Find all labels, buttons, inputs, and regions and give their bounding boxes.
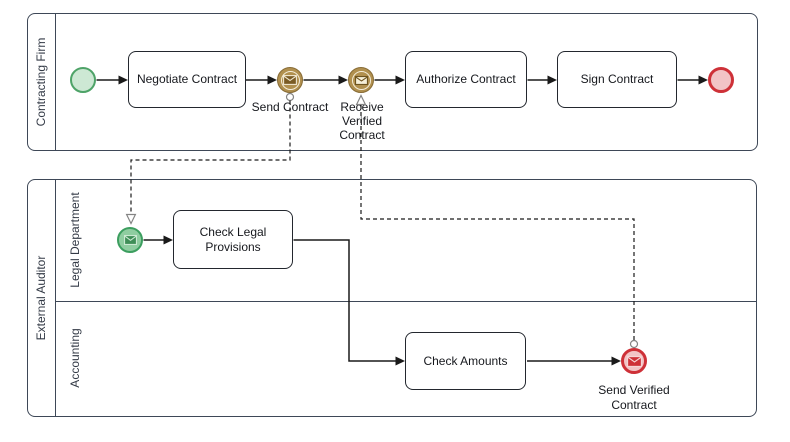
label-receive-verified-contract: Receive Verified Contract	[339, 100, 385, 142]
task-label: Authorize Contract	[416, 72, 516, 86]
sequence-flow-start-to-negotiate[interactable]	[96, 75, 129, 85]
pool-contracting-firm-band	[28, 14, 56, 150]
message-icon	[123, 235, 137, 245]
start-event[interactable]	[70, 67, 96, 93]
sequence-flow-receive-to-authorize[interactable]	[374, 75, 406, 85]
open-arrowhead-up	[355, 94, 367, 106]
task-negotiate-contract[interactable]: Negotiate Contract	[128, 51, 246, 108]
end-event[interactable]	[708, 67, 734, 93]
pool-external-auditor-band	[28, 180, 56, 416]
pool-external-auditor[interactable]	[27, 179, 757, 417]
sequence-flow-sign-to-end[interactable]	[677, 75, 709, 85]
pool-contracting-firm[interactable]	[27, 13, 758, 151]
legal-department-message-start-event[interactable]	[117, 227, 143, 253]
sequence-flow-authorize-to-sign[interactable]	[527, 75, 558, 85]
task-sign-contract[interactable]: Sign Contract	[557, 51, 677, 108]
sequence-flow-check-amounts-to-send-verified[interactable]	[527, 356, 621, 366]
message-flow-start-marker	[285, 92, 295, 102]
message-flow-send-contract-to-legal-start[interactable]	[125, 92, 295, 225]
task-label: Negotiate Contract	[136, 72, 238, 86]
label-send-verified-contract: Send Verified Contract	[598, 383, 670, 412]
message-flow-start-marker	[629, 339, 639, 349]
send-contract-message-throw-event[interactable]	[277, 67, 303, 93]
task-authorize-contract[interactable]: Authorize Contract	[405, 51, 527, 108]
send-verified-contract-message-end-event[interactable]	[621, 348, 647, 374]
sequence-flow-negotiate-to-send-contract[interactable]	[246, 75, 277, 85]
message-flow-send-verified-to-receive-verified[interactable]	[355, 94, 639, 349]
message-icon	[626, 355, 642, 367]
receive-verified-contract-message-catch-event[interactable]	[348, 67, 374, 93]
sequence-flow-msgstart-to-check-legal[interactable]	[143, 235, 174, 245]
task-label: Check Amounts	[423, 353, 508, 368]
open-arrowhead-down	[125, 213, 137, 225]
sequence-flow-check-legal-to-check-amounts[interactable]	[293, 239, 406, 366]
lane-divider	[56, 301, 756, 302]
message-icon	[283, 75, 297, 85]
sequence-flow-send-to-receive[interactable]	[303, 75, 349, 85]
task-check-legal-provisions[interactable]: Check Legal Provisions	[173, 210, 293, 269]
message-icon	[354, 75, 368, 85]
task-check-amounts[interactable]: Check Amounts	[405, 332, 526, 390]
task-label: Sign Contract	[580, 72, 654, 86]
label-send-contract: Send Contract	[251, 100, 329, 114]
task-label: Check Legal Provisions	[199, 224, 267, 254]
